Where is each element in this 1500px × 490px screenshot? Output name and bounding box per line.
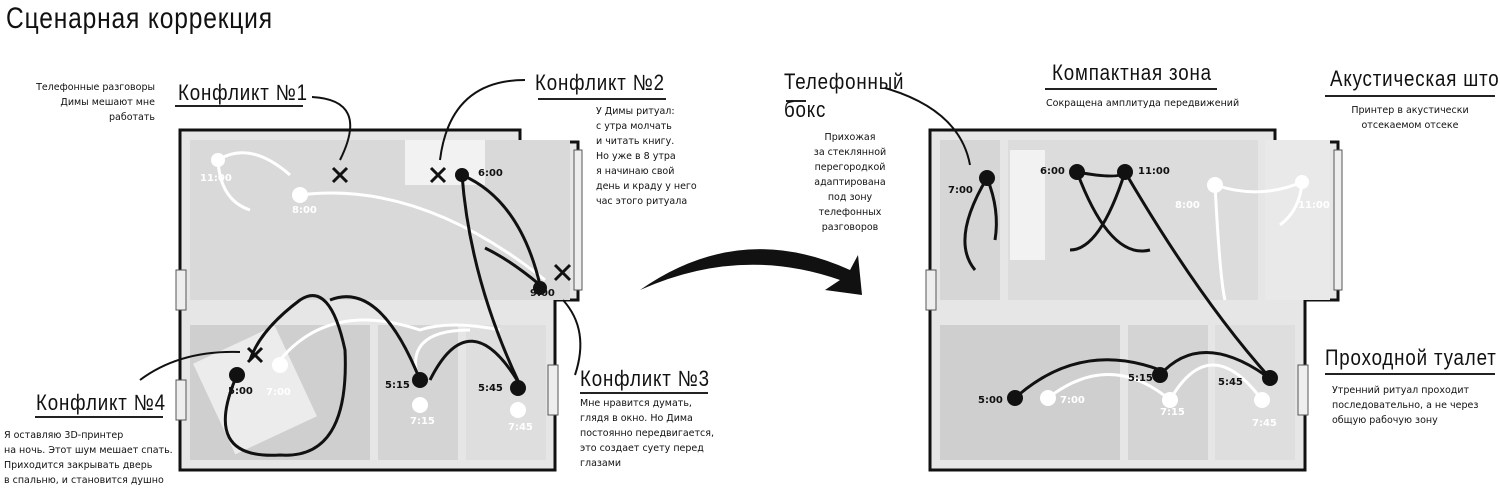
text-line: под зону: [827, 192, 873, 203]
time-label: 7:15: [410, 416, 435, 427]
solution-3-text: Принтер в акустически отсекаемом отсеке: [1330, 103, 1490, 133]
conflict-2-text: У Димы ритуал: с утра молчать и читать к…: [596, 104, 697, 209]
text-line: адаптирована: [814, 177, 886, 188]
text-line: я начинаю свой: [596, 166, 675, 177]
transition-arrow: [640, 249, 862, 295]
page-title: Сценарная коррекция: [6, 2, 273, 35]
text-line: это создает суету перед: [580, 443, 704, 454]
time-label: 5:15: [385, 380, 410, 391]
time-label: 5:45: [1218, 377, 1243, 388]
time-label: 8:00: [1175, 200, 1200, 211]
conflict-4-heading: Конфликт №4: [36, 390, 166, 415]
conflict-3-text: Мне нравится думать, глядя в окно. Но Ди…: [580, 396, 714, 471]
time-label: 6:00: [1040, 166, 1065, 177]
text-line: отсекаемом отсеке: [1361, 120, 1459, 131]
text-line: работать: [108, 112, 155, 123]
text-line: общую рабочую зону: [1332, 415, 1438, 426]
after-floor-plan: [884, 87, 1343, 472]
text-line: и читать книгу.: [596, 136, 675, 147]
before-floor-plan: [139, 79, 583, 472]
solution-3-heading: Акустическая штора: [1330, 66, 1500, 91]
time-label: 5:15: [1128, 373, 1153, 384]
conflict-2-heading: Конфликт №2: [535, 70, 665, 95]
text-line: Мне нравится думать,: [580, 398, 692, 409]
text-line: последовательно, а не через: [1332, 400, 1479, 411]
time-label: 11:00: [1138, 166, 1170, 177]
text-line: У Димы ритуал:: [596, 106, 675, 117]
text-line: Принтер в акустически: [1351, 105, 1469, 116]
time-label: 7:45: [508, 422, 533, 433]
text-line: Прихожая: [824, 132, 876, 143]
solution-1-text: Прихожая за стеклянной перегородкой адап…: [800, 130, 900, 235]
text-line: разговоров: [821, 222, 879, 233]
solution-2-heading: Компактная зона: [1052, 60, 1212, 85]
text-line: Приходится закрывать дверь: [4, 460, 153, 471]
text-line: телефонных: [818, 207, 882, 218]
solution-1-heading: Телефонный бокс: [784, 69, 905, 122]
time-label: 7:00: [948, 185, 973, 196]
time-label: 7:15: [1160, 407, 1185, 418]
text-line: Телефонные разговоры: [36, 82, 155, 93]
time-label: 7:00: [1060, 395, 1085, 406]
conflict-1-text: Телефонные разговоры Димы мешают мне раб…: [20, 80, 155, 125]
time-label: 8:00: [292, 205, 317, 216]
text-line: Я оставляю 3D-принтер: [4, 430, 124, 441]
text-line: постоянно передвигается,: [580, 428, 714, 439]
solution-2-text: Сокращена амплитуда передвижений: [1046, 98, 1240, 109]
conflict-1-heading: Конфликт №1: [178, 80, 308, 105]
text-line: в спальню, и становится душно: [4, 475, 164, 486]
text-line: глазами: [580, 458, 622, 469]
time-label: 9:00: [530, 288, 555, 299]
time-label: 11:00: [1298, 200, 1330, 211]
time-label: 7:45: [1252, 418, 1277, 429]
text-line: день и краду у него: [596, 181, 697, 192]
time-label: 5:00: [978, 395, 1003, 406]
time-label: 7:00: [266, 387, 291, 398]
text-line: час этого ритуала: [596, 196, 688, 207]
time-label: 5:00: [228, 386, 253, 397]
text-line: Но уже в 8 утра: [596, 151, 676, 162]
solution-4-text: Утренний ритуал проходит последовательно…: [1332, 383, 1478, 428]
conflict-4-text: Я оставляю 3D-принтер на ночь. Этот шум …: [4, 428, 173, 488]
time-label: 5:45: [478, 383, 503, 394]
text-line: на ночь. Этот шум мешает спать.: [4, 445, 173, 456]
text-line: Димы мешают мне: [60, 97, 155, 108]
time-label: 11:00: [200, 173, 232, 184]
conflict-3-heading: Конфликт №3: [580, 366, 710, 391]
text-line: за стеклянной: [813, 147, 887, 158]
text-line: с утра молчать: [596, 121, 672, 132]
time-label: 6:00: [478, 168, 503, 179]
text-line: Утренний ритуал проходит: [1332, 385, 1470, 396]
solution-4-heading: Проходной туалет: [1325, 345, 1497, 370]
text-line: перегородкой: [814, 162, 886, 173]
text-line: глядя в окно. Но Дима: [580, 413, 693, 424]
